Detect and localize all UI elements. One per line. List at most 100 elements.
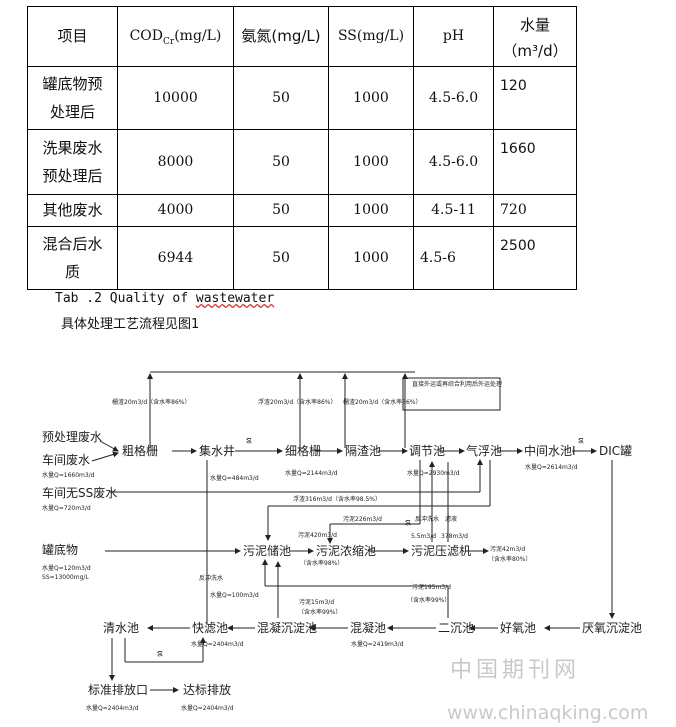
node-grit-tank: 隔渣池 [345,444,381,458]
cell-flow: 720 [493,194,577,227]
label-coag-q: 水量Q=2419m3/d [351,640,404,648]
cell-cod: 4000 [117,194,234,227]
label-sludge15-pct: （含水率99%） [298,608,341,616]
node-coag-settle: 混凝沉淀池 [257,620,317,635]
label-sludge195-pct: （含水率99%） [407,596,450,604]
node-fine-screen: 细格栅 [285,443,321,458]
header-item: 项目 [27,6,118,67]
header-ammonia: 氨氮(mg/L) [233,6,329,67]
cell-ss: 1000 [328,66,414,130]
source-tankbottom: 罐底物 [42,542,78,557]
label-standard-q: 水量Q=2404m3/d [181,704,234,712]
source-ss-flow: 水量Q=720m3/d [42,504,91,512]
pretreat-arrow [99,440,119,452]
node-coarse-screen: 粗格栅 [122,443,158,458]
source-workshop: 车间废水 [42,452,90,467]
table-row: 其他废水 4000 50 1000 4.5-11 720 [27,194,577,227]
label-fine-q: 水量Q=2144m3/d [285,469,338,477]
label-pump-3: 泵 [157,651,163,658]
label-pump-2: 泵 [578,438,584,445]
node-discharge-outlet: 标准排放口 [88,682,148,697]
label-filtrate: 滤液 [445,515,457,523]
label-v55: 5.5m3/d [411,533,436,540]
cell-flow: 2500 [493,226,577,290]
label-outlet-q: 水量Q=2404m3/d [86,704,139,712]
node-sludge-thickener: 污泥浓缩池 [316,543,376,558]
node-clear-water: 清水池 [103,621,139,635]
node-anaerobic-settle: 厌氧沉淀池 [582,621,642,635]
cell-ammonia: 50 [233,66,329,130]
label-equal-q: 水量Q=2930m3/d [407,469,460,477]
cell-ss: 1000 [328,226,414,290]
cell-flow: 120 [493,66,577,130]
node-filter-press: 污泥压滤机 [411,544,471,558]
label-screen2: 浮渣20m3/d（含水率86%） [258,398,336,406]
cell-cod: 8000 [117,129,234,195]
table-row: 洗果废水预处理后 8000 50 1000 4.5-6.0 1660 [27,129,577,195]
row-name: 混合后水质 [27,226,118,290]
node-standard-discharge: 达标排放 [183,682,231,697]
table-caption: Tab .2 Quality of wastewater [55,291,275,306]
workshop-arrow [91,451,119,462]
label-froth: 浮渣316m3/d（含水率98.5%） [293,495,381,503]
node-coagulation-tank: 混凝池 [350,620,386,635]
process-flow-diagram: 预处理废水 车间废水 水量Q=1660m3/d 车间无SS废水 水量Q=720m… [42,371,642,712]
header-flow: 水量（m³/d） [493,6,577,67]
label-sludge195: 污泥195m3/d [412,583,451,591]
label-sludge15: 污泥15m3/d [299,598,334,606]
node-aerobic-tank: 好氧池 [500,621,536,635]
label-mid-q: 水量Q=2614m3/d [525,463,578,471]
header-ss: SS(mg/L) [328,6,414,67]
cell-ph: 4.5-6.0 [413,66,494,130]
top-disposal-box [402,377,501,411]
source-tankbottom-flow: 水量Q=120m3/d [42,564,91,572]
cell-ammonia: 50 [233,226,329,290]
node-dic-reactor: DIC罐 [599,444,632,458]
cell-ammonia: 50 [233,194,329,227]
row-name: 罐底物预处理后 [27,66,118,130]
source-ss: 车间无SS废水 [42,485,117,500]
source-workshop-flow: 水量Q=1660m3/d [42,471,95,479]
node-fast-filter: 快滤池 [192,621,228,635]
cell-cod: 6944 [117,226,234,290]
node-secondary-settle: 二沉池 [438,621,474,635]
label-well-q: 水量Q=484m3/d [210,474,259,482]
label-sludge420: 污泥420m3/d [298,531,337,539]
table-row: 混合后水质 6944 50 1000 4.5-6 2500 [27,226,577,290]
cell-ss: 1000 [328,194,414,227]
row-name: 其他废水 [27,194,118,227]
wastewater-quality-table: 项目 CODCr(mg/L) 氨氮(mg/L) SS(mg/L) pH 水量（m… [27,6,577,290]
label-screen3: 栅渣20m3/d（含水率86%） [343,398,421,406]
label-backwash-q: 水量Q=100m3/d [210,591,259,599]
cell-ss: 1000 [328,129,414,195]
node-intermediate-tank: 中间水池Ⅰ [524,443,576,458]
label-filter-q: 水量Q=2404m3/d [191,640,244,648]
node-flotation-tank: 气浮池 [466,443,502,458]
table-row: 罐底物预处理后 10000 50 1000 4.5-6.0 120 [27,66,577,130]
intro-text: 具体处理工艺流程见图1 [61,317,200,332]
header-cod: CODCr(mg/L) [117,6,234,67]
cell-cod: 10000 [117,66,234,130]
watermark-url: www.chinaqking.com [447,702,649,724]
watermark-cn: 中国期刊网 [450,658,581,683]
cell-flow: 1660 [493,129,577,195]
cell-ph: 4.5-6 [413,226,494,290]
label-v378: 378m3/d [441,533,468,540]
label-sludge420-pct: （含水率98%） [300,559,343,567]
label-top-box: 直接外运或再综合利用后外运处理 [412,380,502,388]
source-pretreat: 预处理废水 [42,429,102,444]
cell-ph: 4.5-6.0 [413,129,494,195]
label-pump-4: 泵 [405,520,411,527]
table-header-row: 项目 CODCr(mg/L) 氨氮(mg/L) SS(mg/L) pH 水量（m… [27,6,577,67]
cell-ph: 4.5-11 [413,194,494,227]
header-ph: pH [413,6,494,67]
label-cake-pct: （含水率80%） [488,555,531,563]
label-screen1: 栅渣20m3/d（含水率86%） [112,398,190,406]
label-pump-1: 泵 [246,438,252,445]
cell-ammonia: 50 [233,129,329,195]
source-tankbottom-ss: SS=13000mg/L [42,574,89,581]
row-name: 洗果废水预处理后 [27,129,118,195]
label-backwash2: 反冲洗水 [199,574,223,582]
node-equalization-tank: 调节池 [409,444,445,458]
node-collection-well: 集水井 [199,443,235,458]
